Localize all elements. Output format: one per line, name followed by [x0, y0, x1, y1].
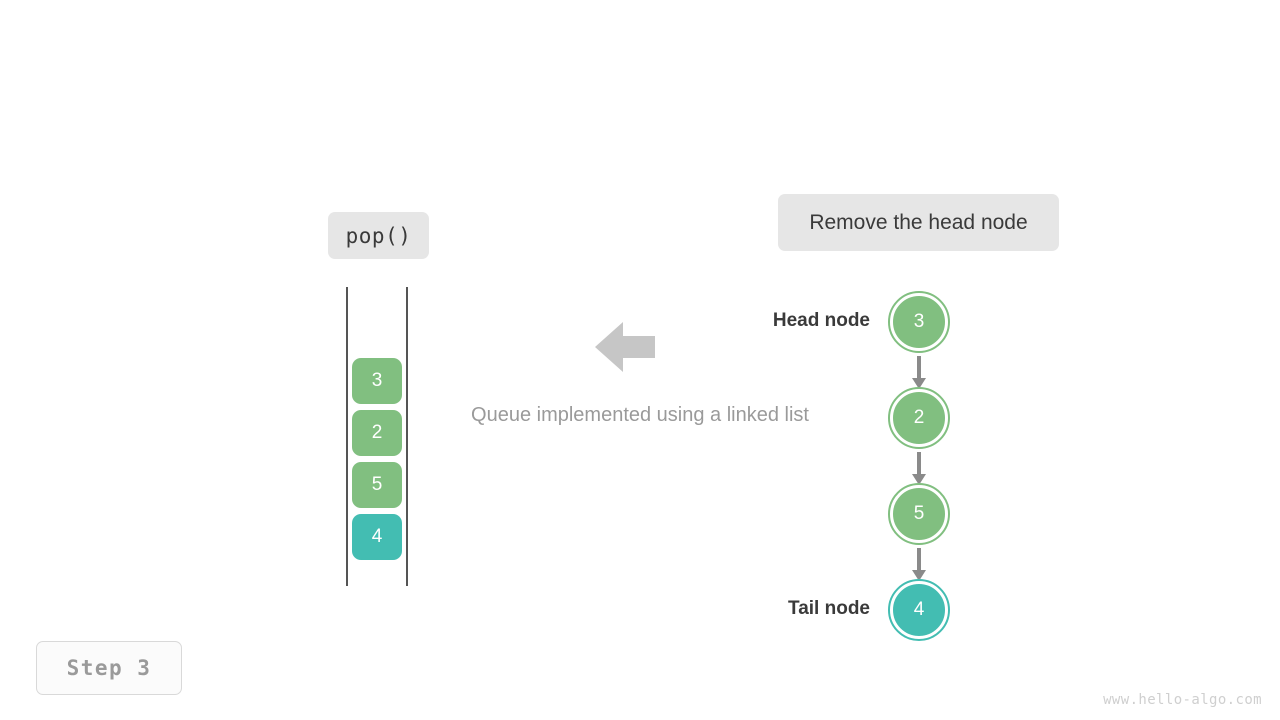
operation-label: pop()	[328, 212, 429, 259]
list-node: 3	[888, 291, 950, 353]
list-node-value: 4	[913, 599, 925, 620]
list-node-value: 3	[913, 311, 925, 332]
diagram-caption: Queue implemented using a linked list	[471, 404, 809, 426]
queue-tile-value: 4	[371, 526, 383, 547]
description-label-text: Remove the head node	[809, 210, 1028, 234]
list-node: 4	[888, 579, 950, 641]
queue-rail-right	[406, 287, 408, 586]
watermark: www.hello-algo.com	[1103, 692, 1262, 708]
arrow-left-icon	[595, 320, 655, 374]
queue-tile-value: 3	[371, 370, 383, 391]
queue-tile-value: 5	[371, 474, 383, 495]
queue-tile: 2	[352, 410, 402, 456]
arrow-down-icon	[912, 356, 926, 389]
list-node: 2	[888, 387, 950, 449]
queue-tile-list: 3 2 5 4	[352, 358, 402, 566]
list-node: 5	[888, 483, 950, 545]
step-badge-text: Step 3	[66, 656, 152, 680]
queue-tile: 5	[352, 462, 402, 508]
list-node-value: 2	[913, 407, 925, 428]
tail-node-label: Tail node	[788, 598, 870, 619]
queue-rail-left	[346, 287, 348, 586]
arrow-down-icon	[912, 548, 926, 581]
queue-tile: 4	[352, 514, 402, 560]
queue-tile-value: 2	[371, 422, 383, 443]
queue-tile: 3	[352, 358, 402, 404]
arrow-down-icon	[912, 452, 926, 485]
head-node-label: Head node	[772, 310, 870, 331]
operation-label-text: pop()	[345, 223, 412, 248]
list-node-value: 5	[913, 503, 925, 524]
description-label: Remove the head node	[778, 194, 1059, 251]
step-badge: Step 3	[36, 641, 182, 695]
queue-column: 3 2 5 4	[346, 287, 408, 586]
linked-list-diagram: 3 2 5 4	[860, 285, 980, 645]
